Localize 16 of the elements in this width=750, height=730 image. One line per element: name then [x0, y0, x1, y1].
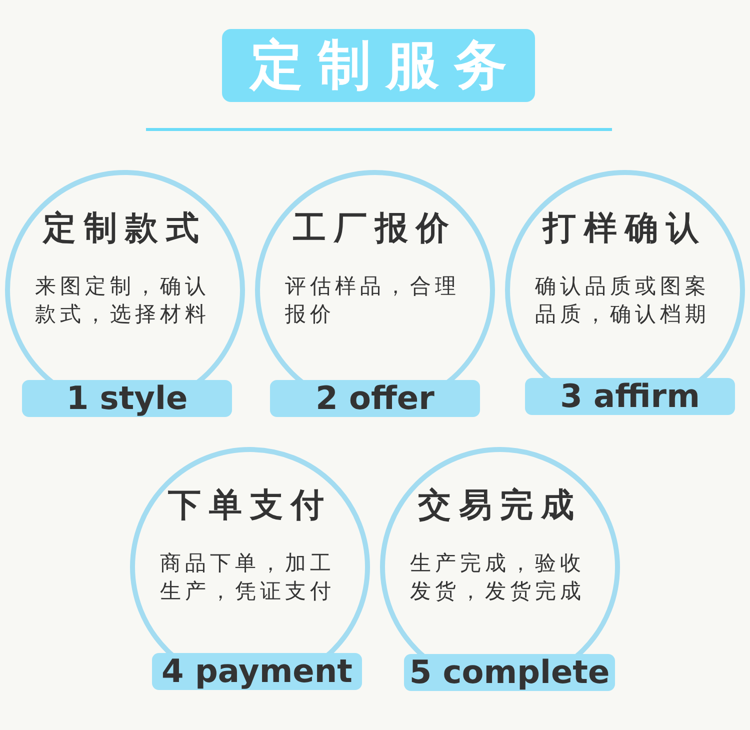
step-tab: 1 style [22, 380, 232, 417]
step-heading: 定制款式 [43, 208, 207, 248]
step-tab: 4 payment [152, 653, 362, 690]
step-description: 生产完成，验收发货，发货完成 [410, 550, 586, 605]
step-heading: 下单支付 [168, 485, 332, 525]
step-description: 确认品质或图案品质，确认档期 [535, 273, 711, 328]
step-description: 商品下单，加工生产，凭证支付 [160, 550, 336, 605]
step-description: 来图定制，确认款式，选择材料 [35, 273, 211, 328]
step-heading: 交易完成 [418, 485, 582, 525]
step-tab: 2 offer [270, 380, 480, 417]
step-heading: 打样确认 [543, 208, 707, 248]
title-banner: 定制服务 [222, 29, 535, 102]
step-tab: 3 affirm [525, 378, 735, 415]
step-description: 评估样品，合理报价 [285, 273, 461, 328]
step-heading: 工厂报价 [293, 208, 457, 248]
step-tab: 5 complete [404, 654, 615, 691]
